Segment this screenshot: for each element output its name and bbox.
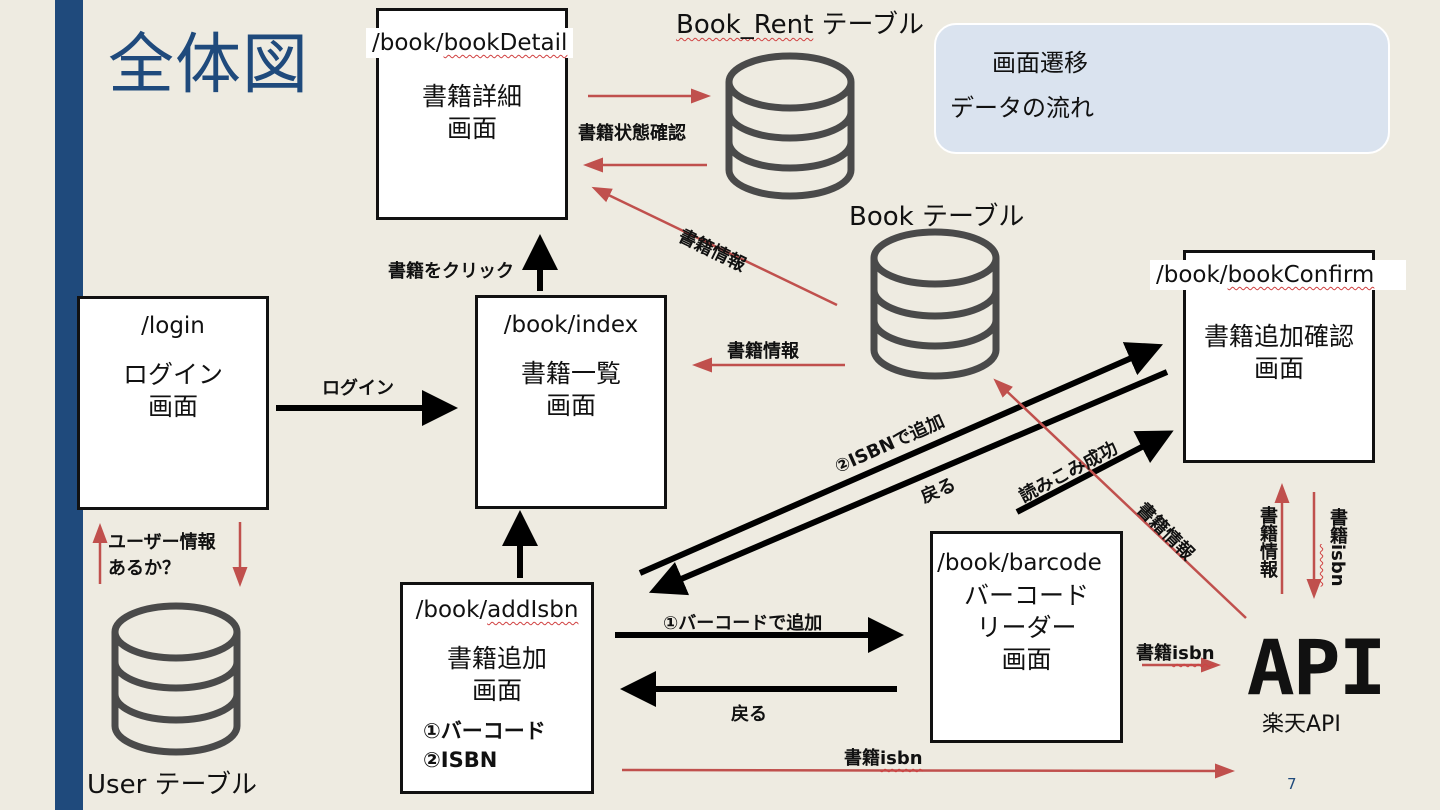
route-login: /login (141, 313, 205, 339)
label-login: ログイン (322, 378, 394, 399)
label-click-book: 書籍をクリック (388, 261, 514, 282)
label-api-book-info-diag: 書籍情報 (1132, 498, 1199, 565)
slide-title: 全体図 (108, 26, 309, 103)
label-book-info-index: 書籍情報 (727, 341, 799, 362)
label-read-success: 読みこみ成功 (1015, 437, 1122, 508)
label-isbn-barcode: 書籍isbn (1136, 643, 1215, 664)
screen-book-add: /book/addIsbn 書籍追加 画面 ①バーコード ②ISBN (400, 582, 594, 794)
label-isbn-bottom: 書籍isbn (844, 748, 923, 769)
label-add-by-isbn: ②ISBNで追加 (831, 410, 948, 478)
label-api-book-info-vert: 書籍情報 (1257, 506, 1278, 578)
label-user-info: ユーザー情報 あるか？ (108, 532, 216, 579)
db-label-book-rent: Book_Rent テーブル (676, 10, 924, 40)
add-option-isbn: ②ISBN (423, 748, 498, 772)
page-number: 7 (1287, 775, 1297, 793)
add-option-barcode: ①バーコード (423, 719, 546, 743)
api-name: 楽天API (1262, 712, 1341, 737)
database-icon-book (870, 228, 1000, 380)
label-confirm-isbn-vert: 書籍isbn (1327, 508, 1348, 587)
legend-screen-transition: 画面遷移 (992, 49, 1088, 77)
screen-barcode-reader: /book/barcode バーコード リーダー 画面 (930, 531, 1123, 743)
route-book-confirm: /book/bookConfirm (1150, 260, 1406, 290)
label-back-diag: 戻る (917, 474, 960, 508)
database-icon-user (111, 602, 241, 756)
screen-login: /login ログイン 画面 (77, 296, 269, 510)
db-label-book: Book テーブル (849, 202, 1025, 232)
label-book-info-diag: 書籍情報 (675, 225, 749, 277)
label-back-bottom: 戻る (731, 704, 767, 725)
screen-book-index: /book/index 書籍一覧 画面 (475, 295, 667, 509)
route-book-detail: /book/bookDetail (366, 28, 574, 58)
database-icon-book-rent (725, 52, 855, 200)
legend-panel: 画面遷移 データの流れ (934, 23, 1390, 154)
route-barcode: /book/barcode (937, 550, 1102, 576)
route-book-add: /book/addIsbn (415, 597, 579, 623)
label-book-status-check: 書籍状態確認 (578, 123, 686, 144)
db-label-user: User テーブル (87, 770, 257, 800)
label-add-by-barcode: ①バーコードで追加 (663, 613, 823, 634)
api-logo: API (1246, 623, 1387, 712)
legend-data-flow: データの流れ (950, 94, 1094, 122)
route-book-index: /book/index (503, 312, 639, 338)
